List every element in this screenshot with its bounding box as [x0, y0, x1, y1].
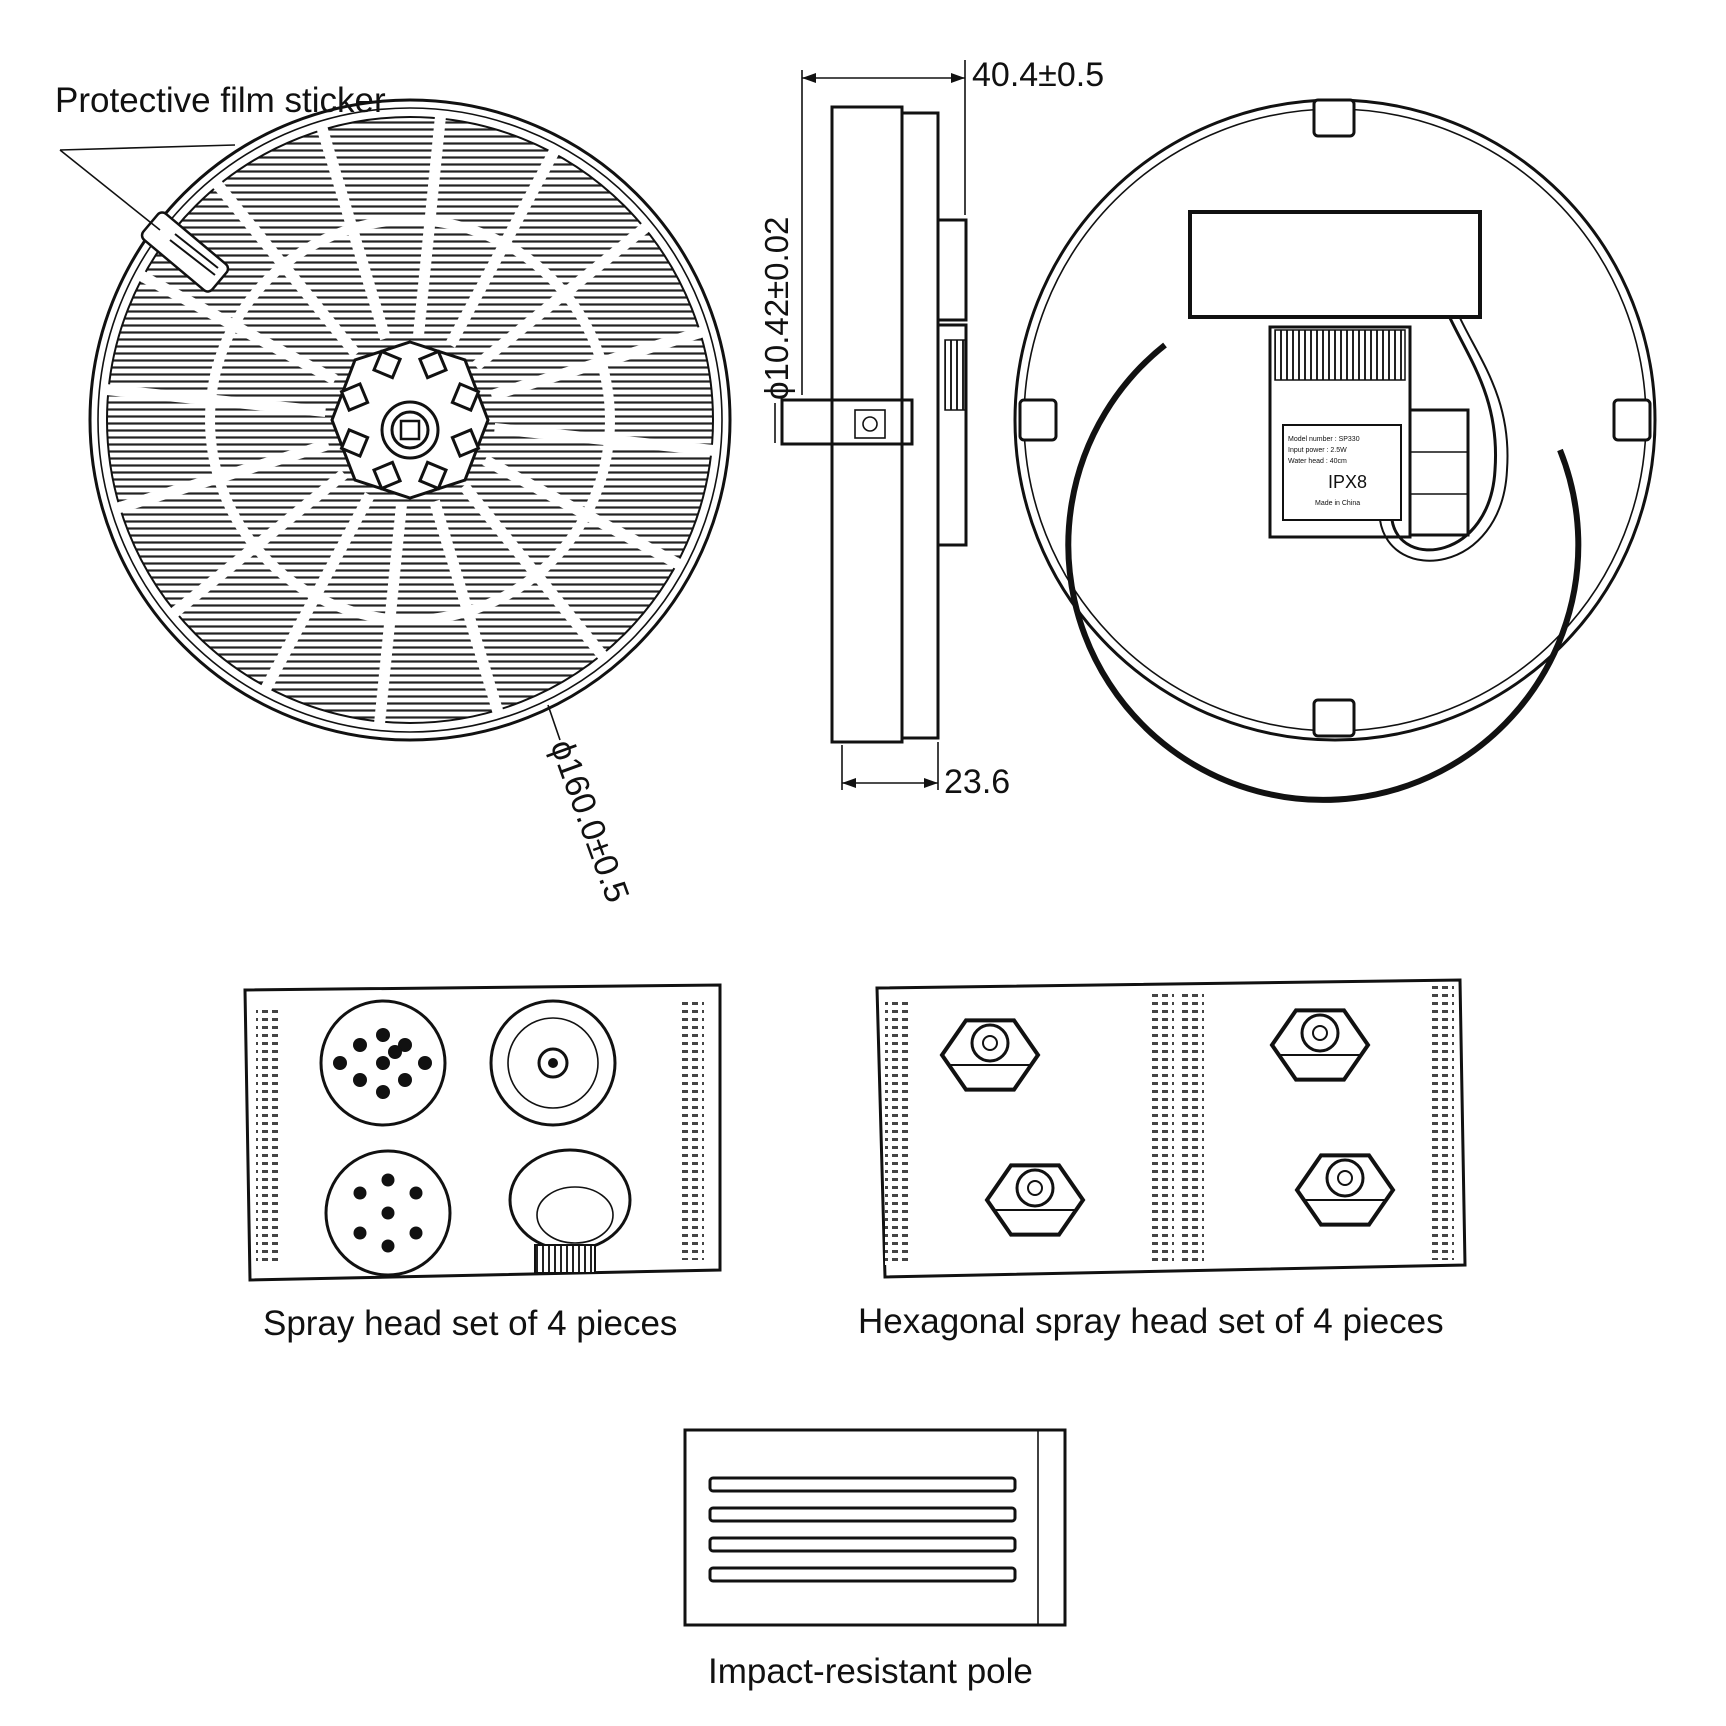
- pipe-diameter-dimension: ϕ10.42±0.02: [758, 217, 795, 400]
- nozzle-hole: [376, 1056, 390, 1070]
- cell-divider: [316, 126, 391, 341]
- led-square: [372, 460, 403, 491]
- nozzle-hole: [353, 1226, 367, 1240]
- side-view: 40.4±0.5 ϕ10.42±0.02 23.6: [758, 56, 1104, 801]
- nozzle-hole: [398, 1038, 412, 1052]
- pump-label-line2: Input power : 2.5W: [1288, 447, 1347, 454]
- body-thickness-dimension: 23.6: [944, 763, 1010, 801]
- hex-spray-head-bag: [875, 978, 1467, 1279]
- battery-box: [1188, 210, 1482, 319]
- nozzle-hole: [398, 1073, 412, 1087]
- nozzle-hole: [381, 1206, 395, 1220]
- mounting-clip: [1612, 398, 1652, 442]
- solar-panel-front-view: Protective film sticker ϕ160.0±0.5: [55, 81, 732, 908]
- cell-divider: [212, 180, 361, 358]
- led-square: [417, 460, 448, 491]
- panel-cell-dividers: [105, 115, 715, 725]
- cell-divider: [260, 492, 375, 692]
- mounting-clip: [1018, 398, 1058, 442]
- protective-film-sticker: [59, 144, 236, 293]
- led-square: [339, 427, 370, 458]
- led-square: [450, 427, 481, 458]
- cell-divider: [482, 455, 682, 570]
- led-square: [372, 349, 403, 380]
- nozzle-hole: [409, 1186, 423, 1200]
- cell-divider: [170, 469, 348, 618]
- mounting-clip: [1312, 98, 1356, 138]
- pump-origin: Made in China: [1315, 500, 1360, 507]
- spray-set-caption: Spray head set of 4 pieces: [263, 1304, 677, 1343]
- water-pump: Model number : SP330 Input power : 2.5W …: [1268, 325, 1470, 539]
- nozzle-hole: [376, 1085, 390, 1099]
- spray-head-bag: [243, 983, 722, 1282]
- cell-divider: [105, 384, 326, 417]
- cell-divider: [445, 148, 560, 348]
- nozzle-hole: [353, 1186, 367, 1200]
- hub-led-squares: [339, 349, 481, 491]
- cell-divider: [116, 439, 331, 514]
- nozzle-hole: [418, 1056, 432, 1070]
- nozzle-hole: [353, 1038, 367, 1052]
- panel-diameter-dimension: ϕ160.0±0.5: [542, 735, 636, 908]
- pole-bag: [683, 1428, 1067, 1627]
- led-square: [417, 349, 448, 380]
- nozzle-hole: [381, 1173, 395, 1187]
- pole-caption: Impact-resistant pole: [708, 1652, 1033, 1691]
- cell-divider: [494, 423, 715, 456]
- nozzle-hole: [388, 1045, 402, 1059]
- protective-film-label: Protective film sticker: [55, 81, 386, 120]
- cell-divider: [413, 115, 446, 336]
- cell-divider: [472, 222, 650, 371]
- hex-spray-head: [1294, 1153, 1396, 1227]
- hex-spray-head: [1269, 1008, 1371, 1082]
- hex-spray-head: [939, 1018, 1041, 1092]
- back-view: Model number : SP330 Input power : 2.5W …: [1013, 98, 1657, 803]
- nozzle-hole: [381, 1239, 395, 1253]
- cell-divider: [374, 504, 407, 725]
- pump-rating: IPX8: [1328, 472, 1367, 492]
- pump-label-line1: Model number : SP330: [1288, 436, 1360, 443]
- led-square: [450, 382, 481, 413]
- led-square: [339, 382, 370, 413]
- pump-label-line3: Water head : 40cm: [1288, 458, 1347, 465]
- hex-set-caption: Hexagonal spray head set of 4 pieces: [858, 1302, 1444, 1341]
- cell-divider: [138, 270, 338, 385]
- nozzle-hole: [333, 1056, 347, 1070]
- cell-divider: [429, 499, 504, 714]
- hex-spray-head: [984, 1163, 1086, 1237]
- thickness-dimension: 40.4±0.5: [972, 56, 1104, 94]
- cell-divider: [459, 482, 608, 660]
- nozzle-hole: [376, 1028, 390, 1042]
- nozzle-hole: [353, 1073, 367, 1087]
- mounting-clip: [1312, 698, 1356, 738]
- cell-divider: [489, 326, 704, 401]
- nozzle-hole: [409, 1226, 423, 1240]
